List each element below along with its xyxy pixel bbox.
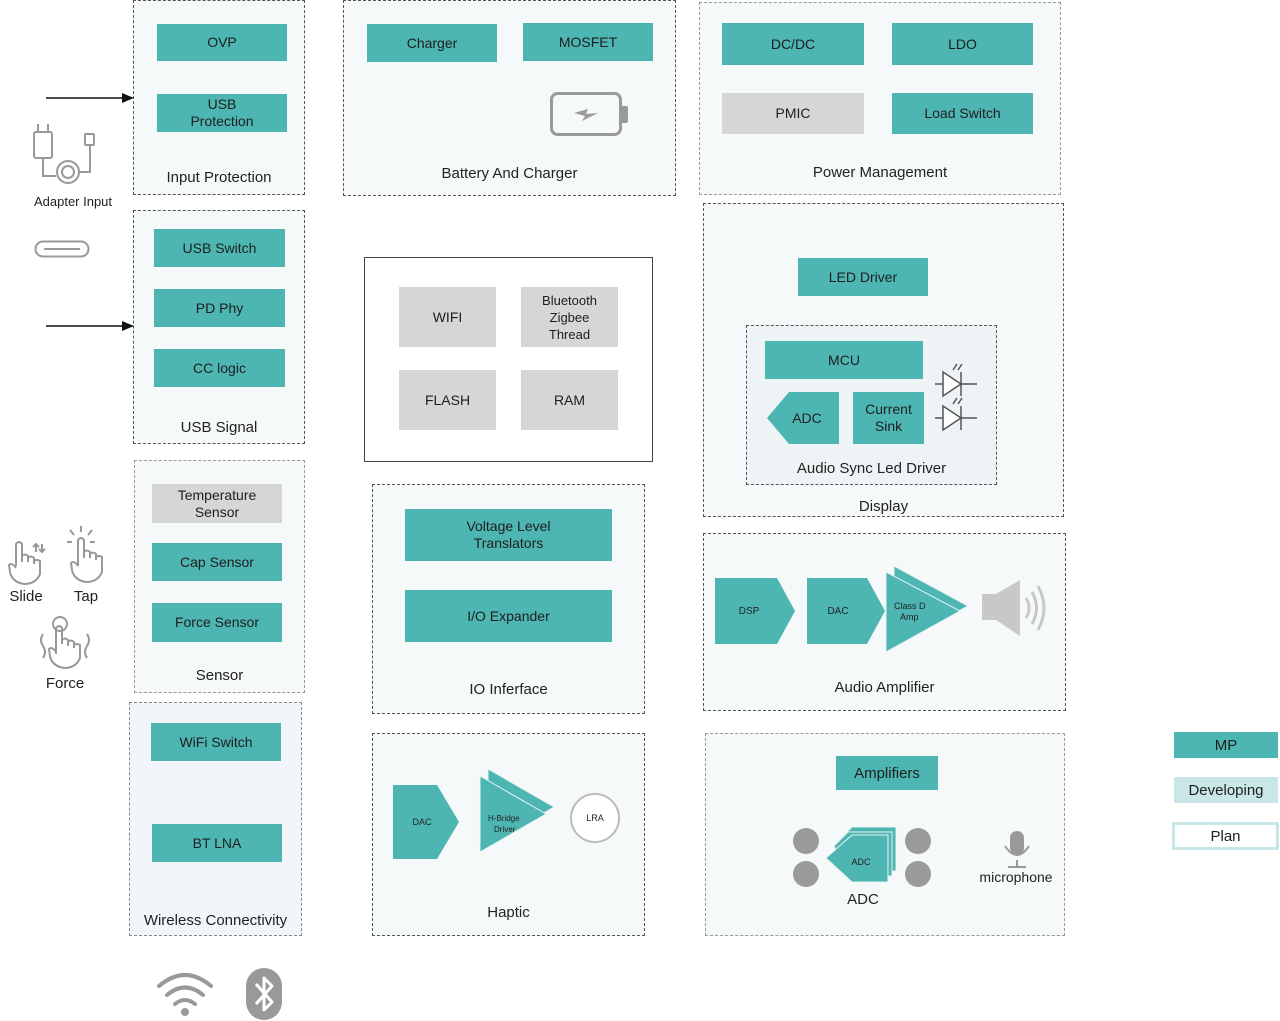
tap-label: Tap xyxy=(73,588,99,605)
group-io-interface: Voltage Level Translators I/O Expander I… xyxy=(372,484,645,714)
adc-block[interactable]: ADC xyxy=(767,392,839,444)
group-label: Audio Amplifier xyxy=(834,679,935,696)
dac-label: DAC xyxy=(827,606,848,617)
block-wifi[interactable]: WIFI xyxy=(399,287,496,347)
bluetooth-icon xyxy=(246,968,282,1020)
arrow-usb xyxy=(46,321,134,331)
dac-block[interactable]: DAC xyxy=(807,578,885,644)
group-label: Sensor xyxy=(195,667,244,684)
led-diode-icon xyxy=(935,363,977,432)
wifi-icon xyxy=(157,973,213,1016)
adc-label: ADC xyxy=(792,410,822,426)
adc-stack-label: ADC xyxy=(851,857,871,867)
block-charger[interactable]: Charger xyxy=(367,24,497,62)
block-current-sink[interactable]: Current Sink xyxy=(853,392,924,444)
group-audio-sync-led-driver: MCU ADC Current Sink Audio Sync Led Driv… xyxy=(746,325,997,485)
block-pd-phy[interactable]: PD Phy xyxy=(154,289,285,327)
group-power-management: DC/DC LDO PMIC Load Switch Power Managem… xyxy=(699,2,1061,195)
group-sensor: Temperature Sensor Cap Sensor Force Sens… xyxy=(134,460,305,693)
adc-stack-block[interactable]: ADC xyxy=(825,826,897,883)
block-mcu[interactable]: MCU xyxy=(765,341,923,379)
block-load-switch[interactable]: Load Switch xyxy=(892,93,1033,134)
block-force-sensor[interactable]: Force Sensor xyxy=(152,603,282,642)
speaker-icon xyxy=(982,580,1046,636)
group-label: Battery And Charger xyxy=(441,165,578,182)
legend-developing: Developing xyxy=(1174,777,1278,803)
group-label: Audio Sync Led Driver xyxy=(796,460,947,477)
microphone-icon xyxy=(1004,831,1030,868)
block-cap-sensor[interactable]: Cap Sensor xyxy=(152,543,282,581)
group-label: IO Inferface xyxy=(469,681,548,698)
block-cc-logic[interactable]: CC logic xyxy=(154,349,285,387)
slide-label: Slide xyxy=(9,588,43,605)
h-bridge-driver-block[interactable]: H-Bridge Driver xyxy=(479,768,556,853)
lra-block[interactable]: LRA xyxy=(570,793,620,843)
amp-label-1: Class D xyxy=(894,601,926,611)
adapter-plug-icon xyxy=(33,124,95,184)
h-bridge-label-1: H-Bridge xyxy=(488,814,520,823)
tap-gesture-icon xyxy=(67,526,103,584)
group-wireless-connectivity: WiFi Switch BT LNA Wireless Connectivity xyxy=(129,702,302,936)
adc-caption: ADC xyxy=(847,891,879,908)
slide-gesture-icon xyxy=(7,541,46,586)
legend-mp: MP xyxy=(1174,732,1278,758)
block-usb-switch[interactable]: USB Switch xyxy=(154,229,285,267)
arrow-adapter xyxy=(46,93,134,103)
group-usb-signal: USB Switch PD Phy CC logic USB Signal xyxy=(133,210,305,444)
lra-label: LRA xyxy=(586,813,604,823)
block-voltage-level-translators[interactable]: Voltage Level Translators xyxy=(405,509,612,561)
group-label: Wireless Connectivity xyxy=(143,912,288,929)
haptic-chain: DAC H-Bridge Driver LRA xyxy=(393,768,620,859)
group-label: Haptic xyxy=(487,904,530,921)
block-led-driver[interactable]: LED Driver xyxy=(798,258,928,296)
legend-plan: Plan xyxy=(1172,822,1279,850)
group-input-protection: OVP USB Protection Input Protection xyxy=(133,0,305,195)
group-label: USB Signal xyxy=(180,419,258,436)
group-display: LED Driver MCU ADC Current Sink Audio Sy… xyxy=(703,203,1064,517)
group-label: Input Protection xyxy=(166,169,272,186)
block-ram[interactable]: RAM xyxy=(521,370,618,430)
haptic-dac-block[interactable]: DAC xyxy=(393,785,459,859)
group-amplifiers: Amplifiers ADC ADC microphone xyxy=(705,733,1065,936)
adc-cluster: ADC xyxy=(793,826,1030,887)
mic-dot-icon xyxy=(905,828,931,854)
h-bridge-label-2: Driver xyxy=(494,825,516,834)
adapter-input-label: Adapter Input xyxy=(33,194,113,209)
dsp-label: DSP xyxy=(739,606,760,617)
group-battery-charger: Charger MOSFET Battery And Charger xyxy=(343,0,676,196)
group-label: Display xyxy=(858,498,909,515)
group-soc: WIFI Bluetooth Zigbee Thread FLASH RAM xyxy=(364,257,653,462)
block-temperature-sensor[interactable]: Temperature Sensor xyxy=(152,484,282,523)
group-haptic: DAC H-Bridge Driver LRA Haptic xyxy=(372,733,645,936)
audio-chain: DSP DAC Class D Amp xyxy=(715,565,1046,653)
force-gesture-icon xyxy=(40,616,90,670)
block-ldo[interactable]: LDO xyxy=(892,23,1033,65)
class-d-amp-block[interactable]: Class D Amp xyxy=(885,565,970,653)
group-label: Power Management xyxy=(812,164,948,181)
group-audio-amplifier: DSP DAC Class D Amp Audio Amplifier xyxy=(703,533,1066,711)
haptic-dac-label: DAC xyxy=(412,817,432,827)
block-io-expander[interactable]: I/O Expander xyxy=(405,590,612,642)
block-pmic[interactable]: PMIC xyxy=(722,93,864,134)
force-label: Force xyxy=(45,675,85,692)
block-amplifiers[interactable]: Amplifiers xyxy=(836,756,938,790)
block-flash[interactable]: FLASH xyxy=(399,370,496,430)
block-bluetooth-zigbee-thread[interactable]: Bluetooth Zigbee Thread xyxy=(521,287,618,347)
battery-icon xyxy=(550,92,628,136)
dsp-block[interactable]: DSP xyxy=(715,578,795,644)
block-bt-lna[interactable]: BT LNA xyxy=(152,824,282,862)
mic-dot-icon xyxy=(793,861,819,887)
block-ovp[interactable]: OVP xyxy=(157,24,287,61)
mic-dot-icon xyxy=(793,828,819,854)
block-wifi-switch[interactable]: WiFi Switch xyxy=(151,723,281,761)
amp-label-2: Amp xyxy=(900,612,919,622)
block-dcdc[interactable]: DC/DC xyxy=(722,23,864,65)
microphone-caption: microphone xyxy=(979,869,1053,885)
block-usb-protection[interactable]: USB Protection xyxy=(157,94,287,132)
block-mosfet[interactable]: MOSFET xyxy=(523,23,653,61)
mic-dot-icon xyxy=(905,861,931,887)
usb-c-icon xyxy=(34,240,90,258)
